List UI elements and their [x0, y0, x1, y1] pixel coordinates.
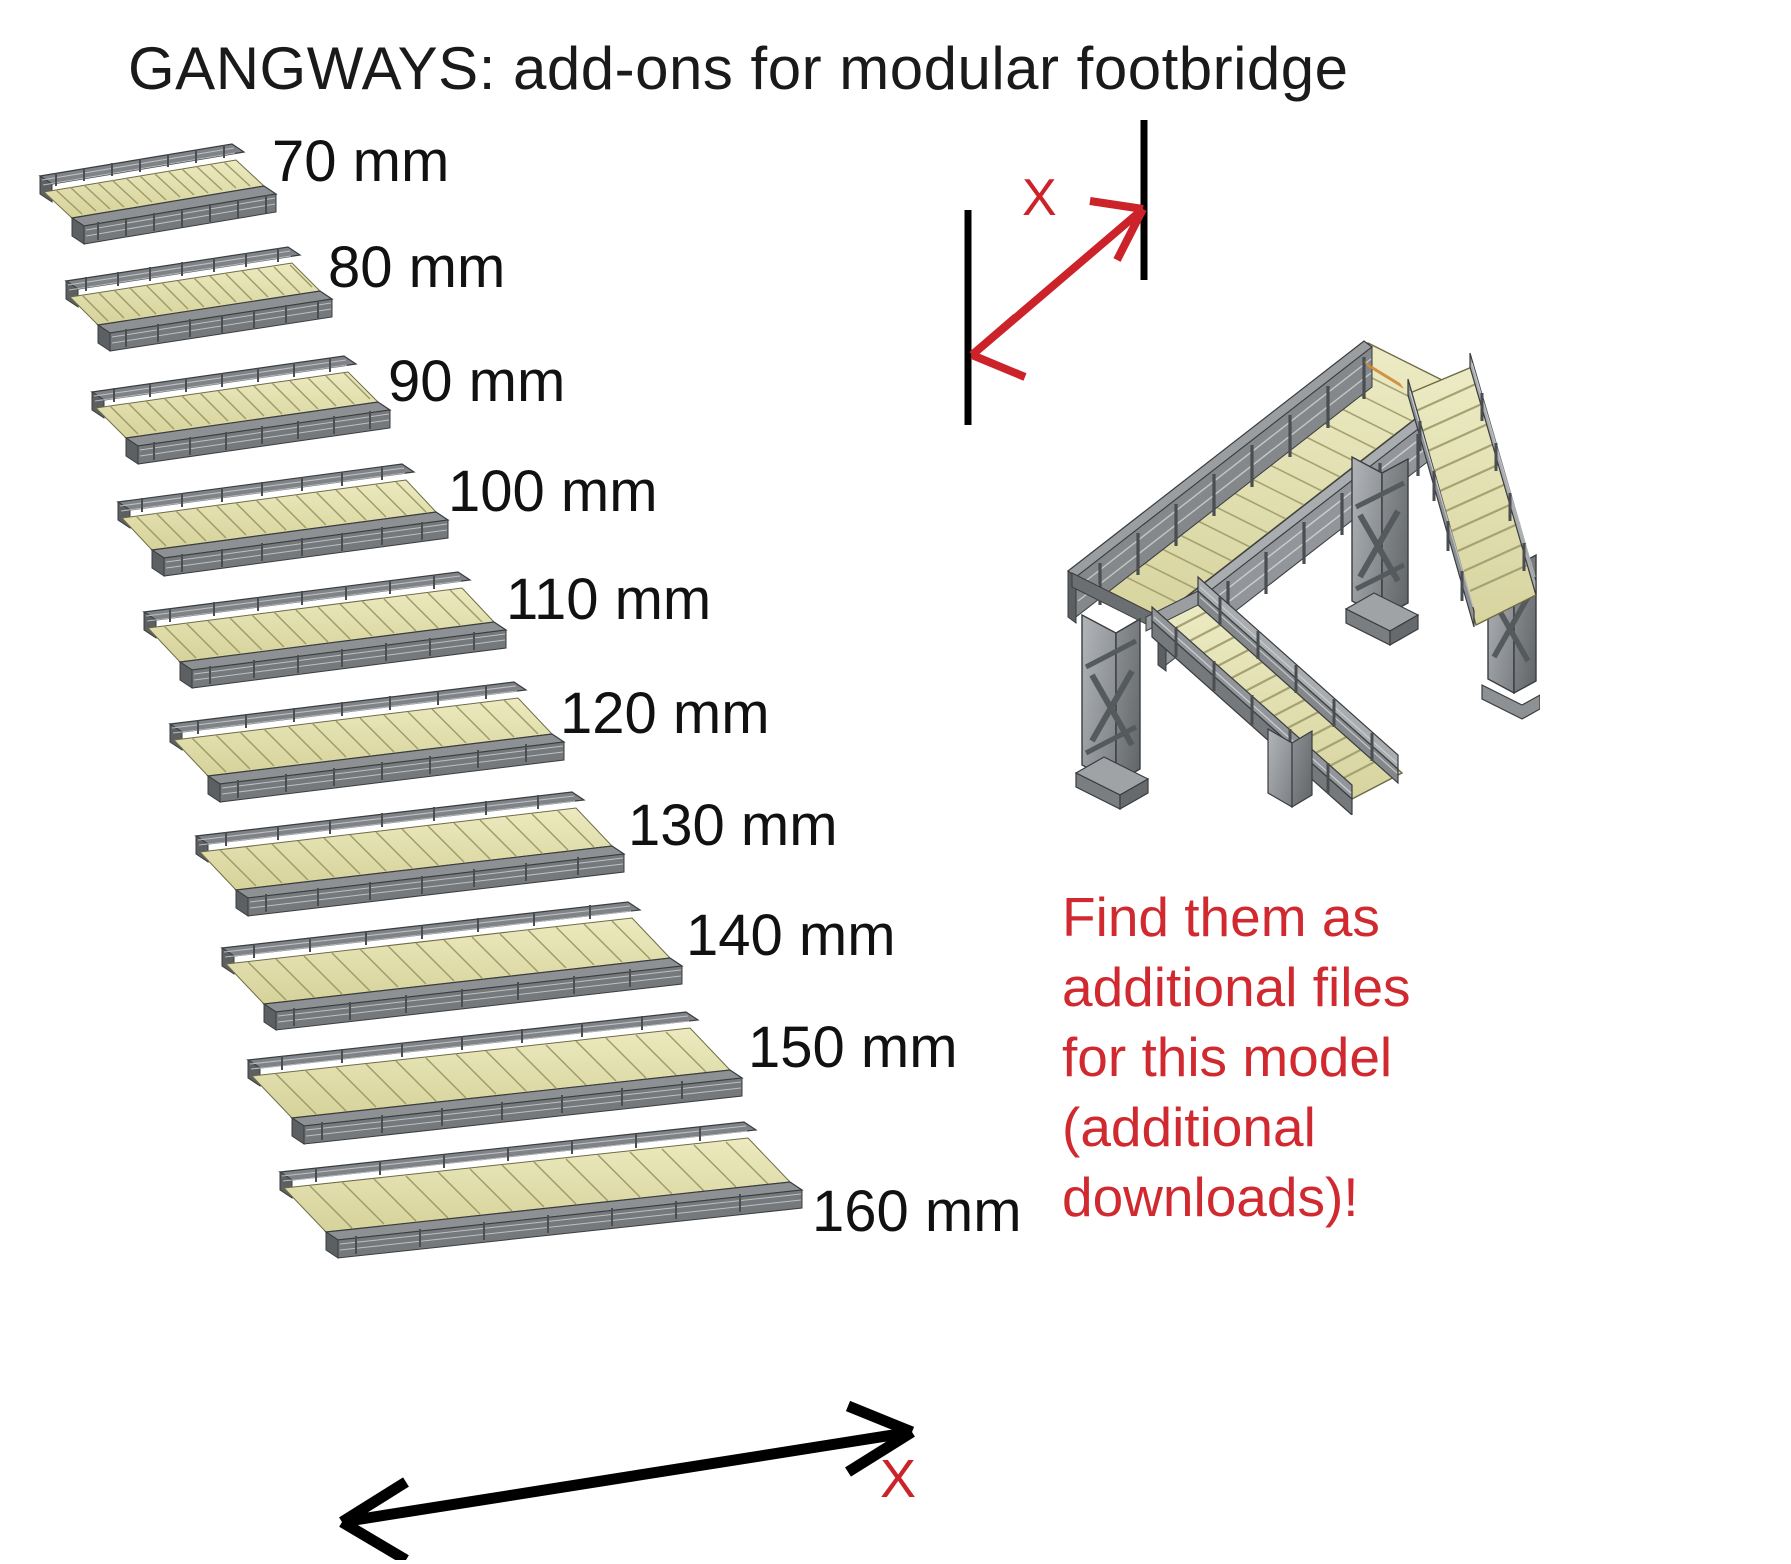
gangway-size-label-100: 100 mm	[448, 459, 658, 524]
gangway-size-label-70: 70 mm	[272, 129, 450, 194]
gangway-size-label-150: 150 mm	[748, 1015, 958, 1080]
red-note-line-2: additional files	[1062, 956, 1411, 1018]
red-note-line-3: for this model	[1062, 1026, 1393, 1088]
red-callout-note: Find them as additional files for this m…	[1062, 882, 1482, 1232]
length-dimension-arrow	[339, 1400, 915, 1560]
page-title: GANGWAYS: add-ons for modular footbridge	[128, 35, 1349, 102]
gangway-size-label-120: 120 mm	[560, 681, 770, 746]
gangway-model-90	[90, 355, 392, 465]
gangway-size-label-160: 160 mm	[812, 1179, 1022, 1244]
stair-right	[1407, 352, 1537, 628]
gangway-model-140	[220, 901, 684, 1031]
red-note-line-1: Find them as	[1062, 886, 1380, 948]
gangway-size-label-130: 130 mm	[628, 793, 838, 858]
red-note-line-5: downloads)!	[1062, 1166, 1359, 1228]
x-braced-pier-center	[1344, 455, 1420, 647]
stair-left	[1145, 575, 1404, 815]
top-x-dimension-label: X	[1022, 169, 1057, 227]
gangway-model-160	[278, 1121, 804, 1259]
deck-span	[1067, 340, 1463, 672]
gangway-model-120	[168, 681, 566, 803]
gangway-size-label-110: 110 mm	[506, 567, 712, 632]
gangway-model-80	[64, 246, 334, 352]
gangway-size-label-80: 80 mm	[328, 235, 506, 300]
red-note-line-4: (additional	[1062, 1096, 1316, 1158]
stair-support-left	[1267, 727, 1313, 809]
width-dimension-annotation	[964, 120, 1148, 425]
gangway-model-130	[194, 791, 626, 917]
gangway-size-label-90: 90 mm	[388, 349, 566, 414]
gangway-model-110	[142, 571, 508, 689]
gangway-size-label-140: 140 mm	[686, 903, 896, 968]
gangway-model-150	[246, 1011, 744, 1145]
modular-footbridge-illustration	[1067, 340, 1540, 815]
bottom-x-dimension-label: X	[880, 1449, 917, 1509]
gangway-model-70	[38, 143, 278, 245]
gangway-model-100	[116, 463, 450, 577]
x-braced-pier-left	[1074, 613, 1150, 811]
